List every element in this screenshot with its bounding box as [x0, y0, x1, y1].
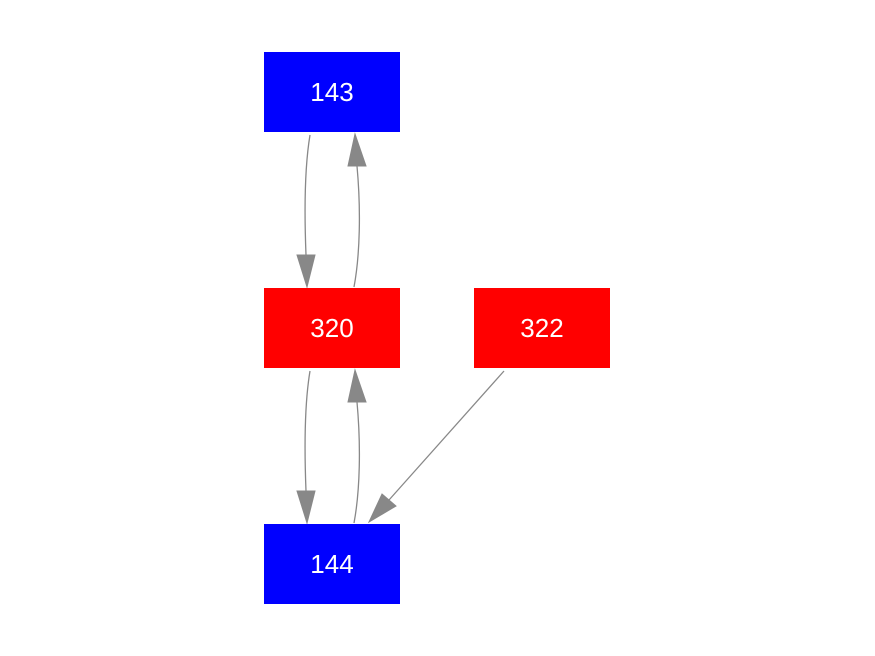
- edge-144-to-320: [347, 368, 367, 524]
- edge-143-to-320: [296, 134, 316, 289]
- node-322-label: 322: [520, 313, 563, 343]
- edges: [296, 132, 505, 525]
- edge-320-to-143: [347, 132, 367, 288]
- edge-320-to-144: [296, 370, 316, 525]
- nodes: 143 320 322 144: [264, 52, 610, 604]
- node-320-label: 320: [310, 313, 353, 343]
- node-320[interactable]: 320: [264, 288, 400, 368]
- node-143-box: [264, 52, 400, 132]
- edge-322-to-144: [367, 370, 505, 524]
- node-322-box: [474, 288, 610, 368]
- node-320-box: [264, 288, 400, 368]
- node-143[interactable]: 143: [264, 52, 400, 132]
- node-144[interactable]: 144: [264, 524, 400, 604]
- node-143-label: 143: [310, 77, 353, 107]
- node-144-box: [264, 524, 400, 604]
- node-322[interactable]: 322: [474, 288, 610, 368]
- node-144-label: 144: [310, 549, 353, 579]
